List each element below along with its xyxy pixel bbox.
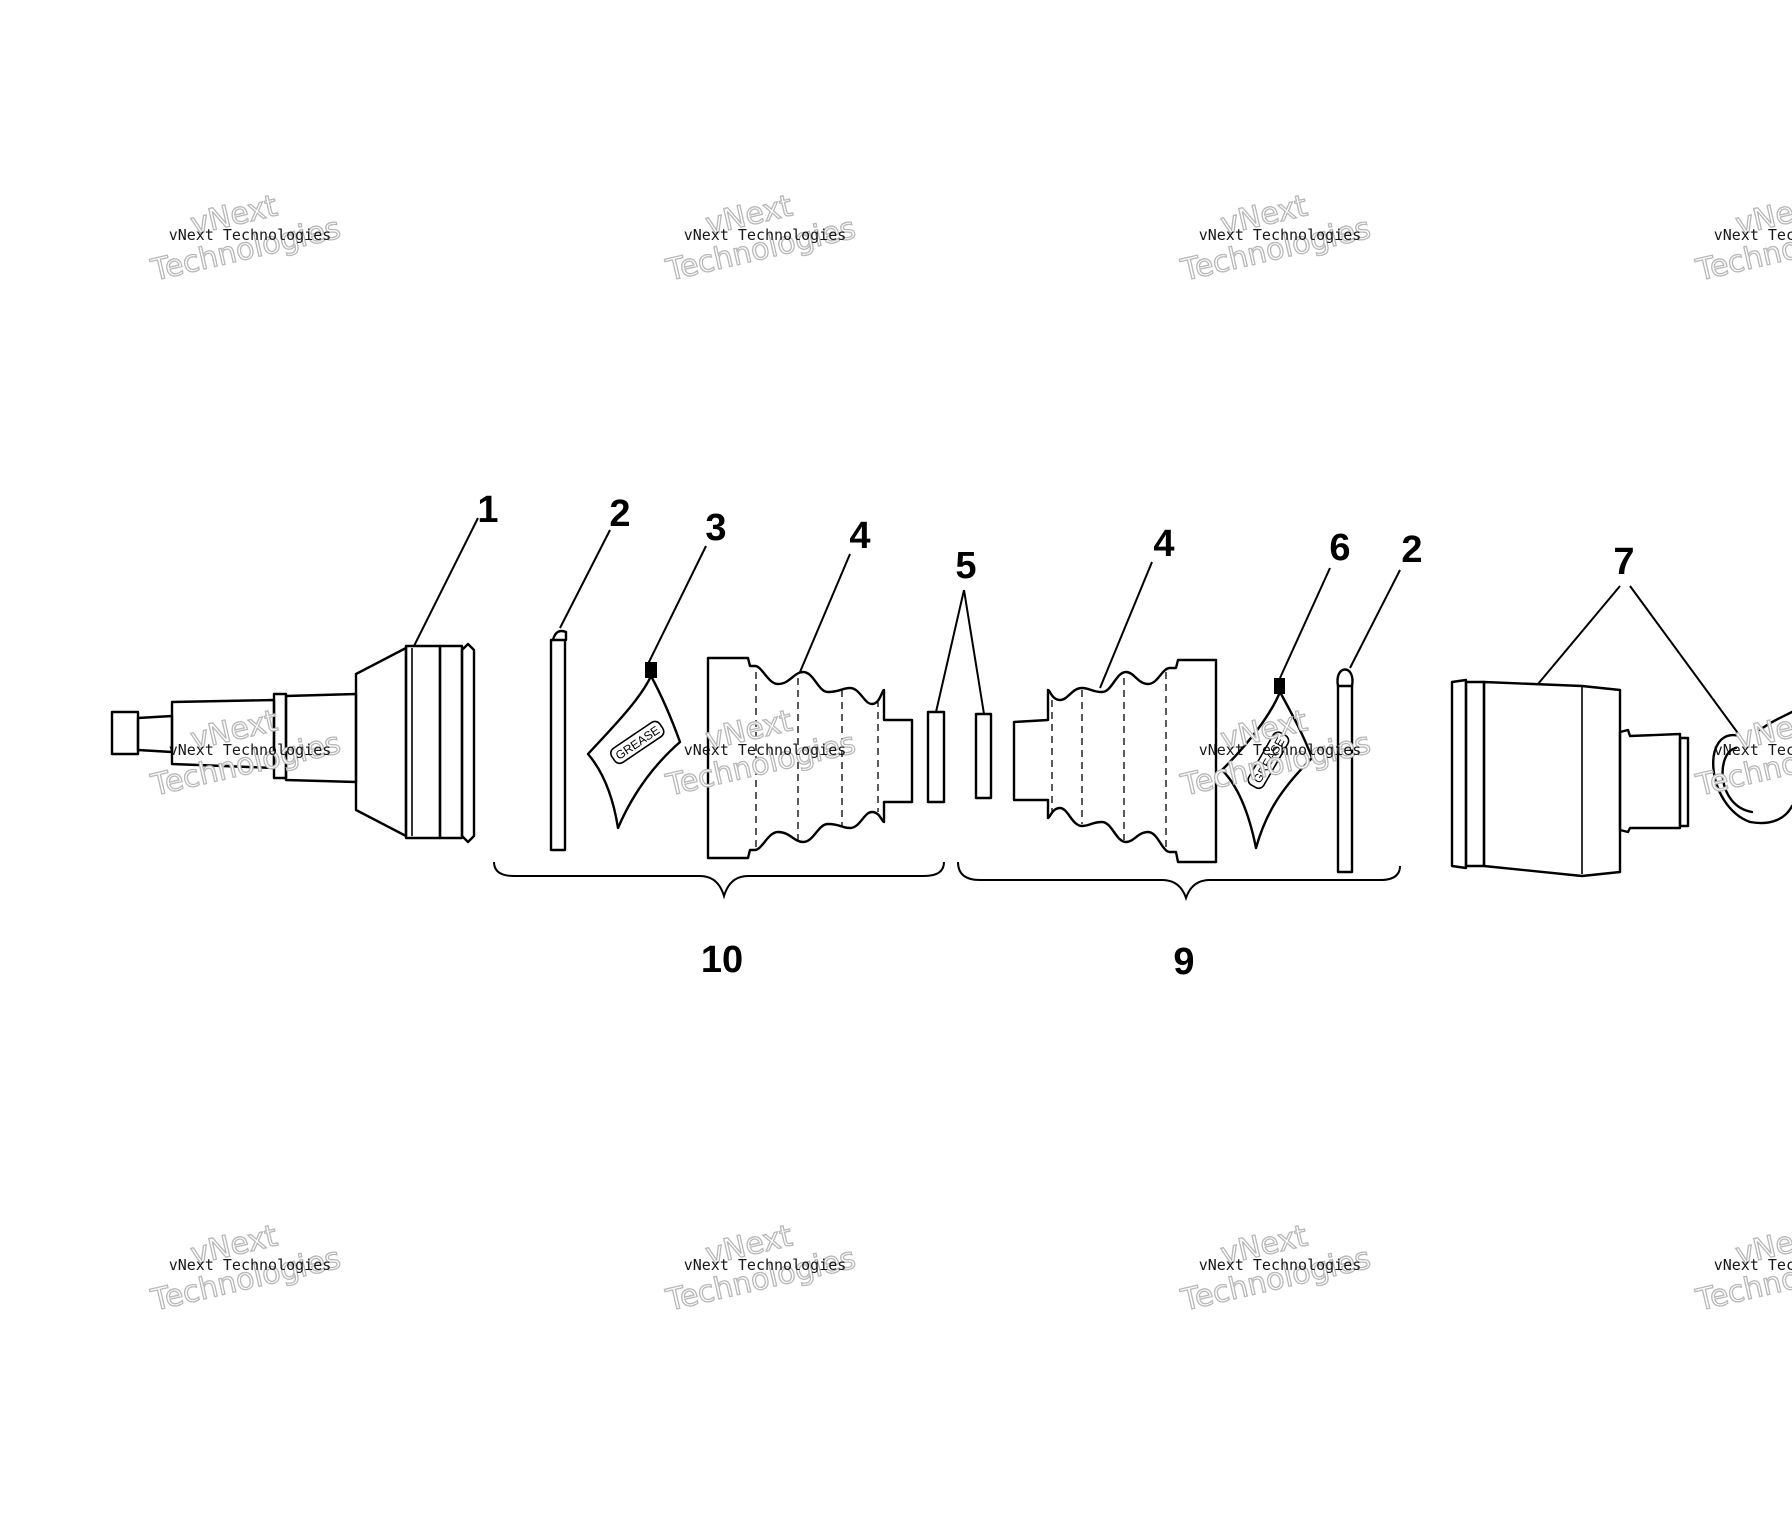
part-2-clamp-band-right bbox=[1336, 668, 1354, 874]
part-4-cv-boot-left bbox=[706, 656, 914, 860]
callout-6: 6 bbox=[1329, 527, 1350, 569]
callout-4-left: 4 bbox=[849, 515, 870, 557]
watermark-small-line: vNext Technologies bbox=[169, 1256, 332, 1274]
callout-4-right: 4 bbox=[1153, 523, 1174, 565]
watermark-small-line: vNext Technologies bbox=[1199, 1256, 1362, 1274]
kit-10-brace bbox=[493, 861, 945, 900]
watermark-small-line: vNext Technologies bbox=[169, 226, 332, 244]
watermark-small-line: vNext Technologies bbox=[1714, 741, 1792, 759]
part-3-grease-pack: GREASE bbox=[586, 662, 682, 830]
watermark-small-line: vNext Technologies bbox=[684, 741, 847, 759]
callout-9: 9 bbox=[1173, 941, 1194, 983]
watermark-small-line: vNext Technologies bbox=[1714, 1256, 1792, 1274]
watermark-small-line: vNext Technologies bbox=[684, 1256, 847, 1274]
part-5-small-clamps bbox=[926, 710, 993, 804]
leader-lines bbox=[413, 517, 1741, 737]
part-7-inner-joint-housing bbox=[1450, 678, 1690, 878]
part-4-cv-boot-right bbox=[1012, 658, 1218, 864]
watermark-small-line: vNext Technologies bbox=[684, 226, 847, 244]
callout-7: 7 bbox=[1613, 541, 1634, 583]
callout-5: 5 bbox=[955, 545, 976, 587]
part-7-circlip bbox=[1712, 710, 1792, 825]
watermark-small-line: vNext Technologies bbox=[1199, 226, 1362, 244]
kit-9-brace bbox=[957, 861, 1401, 902]
watermark-small-line: vNext Technologies bbox=[169, 741, 332, 759]
watermark-small-line: vNext Technologies bbox=[1199, 741, 1362, 759]
callout-3: 3 bbox=[705, 507, 726, 549]
part-1-cv-joint-housing bbox=[110, 642, 476, 844]
callout-2-right: 2 bbox=[1401, 529, 1422, 571]
callout-2-left: 2 bbox=[609, 493, 630, 535]
watermark-small-line: vNext Technologies bbox=[1714, 226, 1792, 244]
callout-10: 10 bbox=[701, 939, 743, 981]
callout-1: 1 bbox=[477, 489, 498, 531]
part-2-clamp-band-left bbox=[549, 629, 568, 852]
